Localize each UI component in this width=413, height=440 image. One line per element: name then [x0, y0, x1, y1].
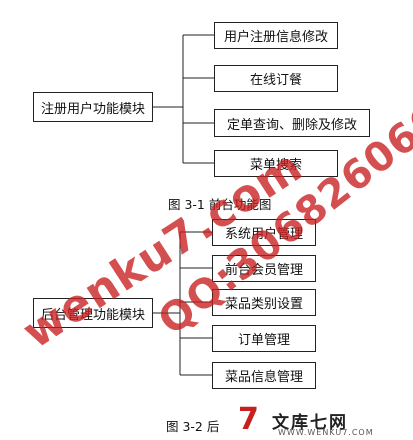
child-node: 菜品类别设置: [212, 289, 316, 316]
child-node-label: 菜品信息管理: [224, 370, 303, 385]
logo-url: WWW.WENKU7.COM: [278, 428, 374, 437]
root-node-backend: 后台管理功能模块: [33, 298, 153, 328]
root-node-frontend: 注册用户功能模块: [33, 92, 153, 122]
child-node-label: 订单管理: [237, 333, 290, 348]
figure-caption: 图 3-2 后: [166, 419, 220, 434]
child-node: 系统用户管理: [212, 219, 316, 246]
figure-caption: 图 3-1 前台功能图: [168, 197, 272, 212]
child-node-label: 定单查询、删除及修改: [226, 117, 357, 133]
child-node: 定单查询、删除及修改: [214, 109, 370, 137]
child-node-label: 系统用户管理: [224, 227, 303, 242]
child-node: 订单管理: [212, 325, 316, 352]
child-node-label: 菜单搜索: [249, 158, 302, 173]
child-node-label: 在线订餐: [249, 73, 302, 88]
child-node-label: 前台会员管理: [224, 263, 303, 278]
child-node-label: 菜品类别设置: [224, 297, 303, 312]
child-node: 菜品信息管理: [212, 362, 316, 389]
child-node: 前台会员管理: [212, 255, 316, 282]
child-node: 菜单搜索: [214, 150, 338, 177]
logo-icon: 7: [238, 402, 259, 437]
child-node: 在线订餐: [214, 65, 338, 92]
child-node-label: 用户注册信息修改: [223, 30, 328, 45]
logo-text: 文库七网: [272, 413, 348, 433]
child-node: 用户注册信息修改: [214, 22, 338, 49]
root-node-label: 注册用户功能模块: [40, 101, 145, 117]
site-logo: 7 文库七网 WWW.WENKU7.COM: [228, 402, 413, 440]
root-node-label: 后台管理功能模块: [40, 307, 145, 323]
